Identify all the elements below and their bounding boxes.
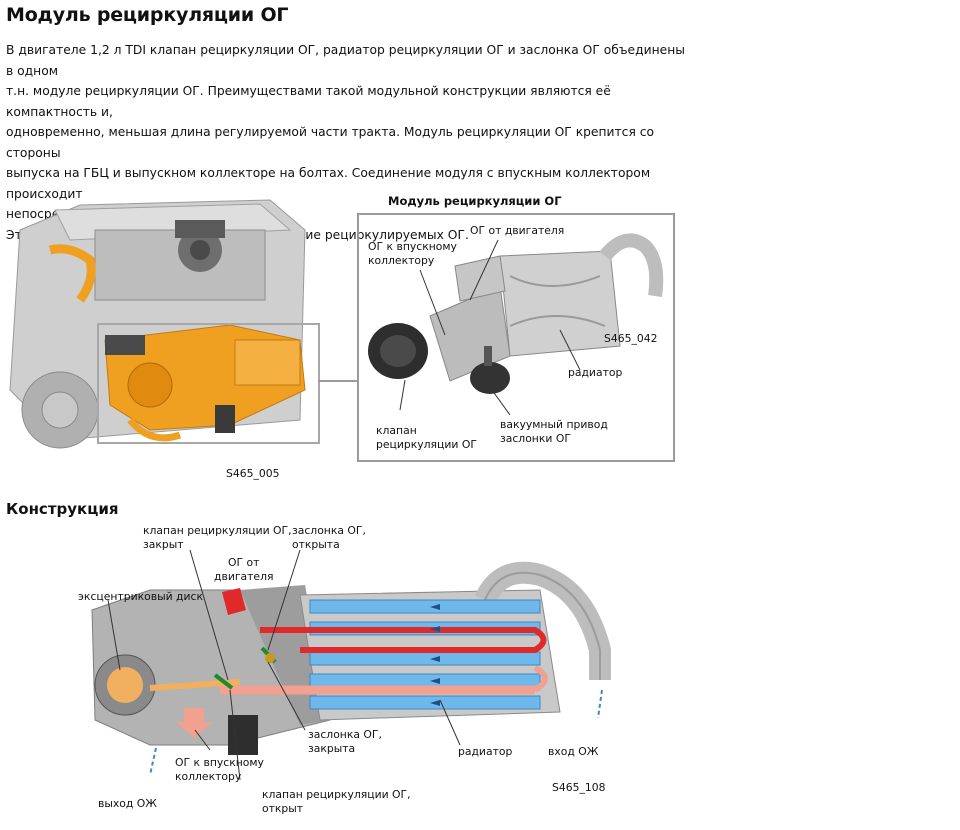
inset-frame [357, 213, 675, 462]
label-from-engine: ОГ от двигателя [470, 224, 565, 237]
figure-code: S465_005 [226, 467, 280, 480]
intro-line: В двигателе 1,2 л TDI клапан рециркуляци… [6, 43, 685, 78]
intro-line: выпуска на ГБЦ и выпускном коллекторе на… [6, 166, 651, 201]
page-title: Модуль рециркуляции ОГ [6, 4, 289, 26]
label-flap-closed: заслонка ОГ, закрыта [308, 728, 382, 755]
label-valve-open: клапан рециркуляции ОГ, открыт [262, 788, 411, 815]
label-to-intake-bottom: ОГ к впускному коллектору [175, 756, 264, 783]
label-coolant-out: выход ОЖ [98, 797, 157, 810]
label-flap-open: заслонка ОГ, открыта [292, 524, 366, 551]
label-from-engine-bottom: ОГ от двигателя [214, 556, 274, 583]
label-vacuum-actuator: вакуумный привод заслонки ОГ [500, 418, 608, 445]
intro-text: В двигателе 1,2 л TDI клапан рециркуляци… [6, 40, 686, 245]
inset-code: S465_042 [604, 332, 658, 345]
inset-title: Модуль рециркуляции ОГ [388, 194, 562, 208]
connector-line [318, 380, 358, 382]
label-to-intake: ОГ к впускному коллектору [368, 240, 457, 267]
figure-code-bottom: S465_108 [552, 781, 606, 794]
label-radiator: радиатор [568, 366, 623, 379]
intro-line: т.н. модуле рециркуляции ОГ. Преимуществ… [6, 84, 611, 119]
label-valve-closed: клапан рециркуляции ОГ, закрыт [143, 524, 292, 551]
egr-module-illustration [368, 233, 664, 394]
intro-line: одновременно, меньшая длина регулируемой… [6, 125, 655, 160]
engine-illustration [9, 199, 306, 449]
section-title: Конструкция [6, 500, 119, 518]
label-radiator-bottom: радиатор [458, 745, 513, 758]
module-highlight-frame [97, 323, 320, 444]
label-coolant-in: вход ОЖ [548, 745, 599, 758]
label-egr-valve: клапан рециркуляции ОГ [376, 424, 477, 451]
label-eccentric-disc: эксцентриковый диск [78, 590, 203, 603]
